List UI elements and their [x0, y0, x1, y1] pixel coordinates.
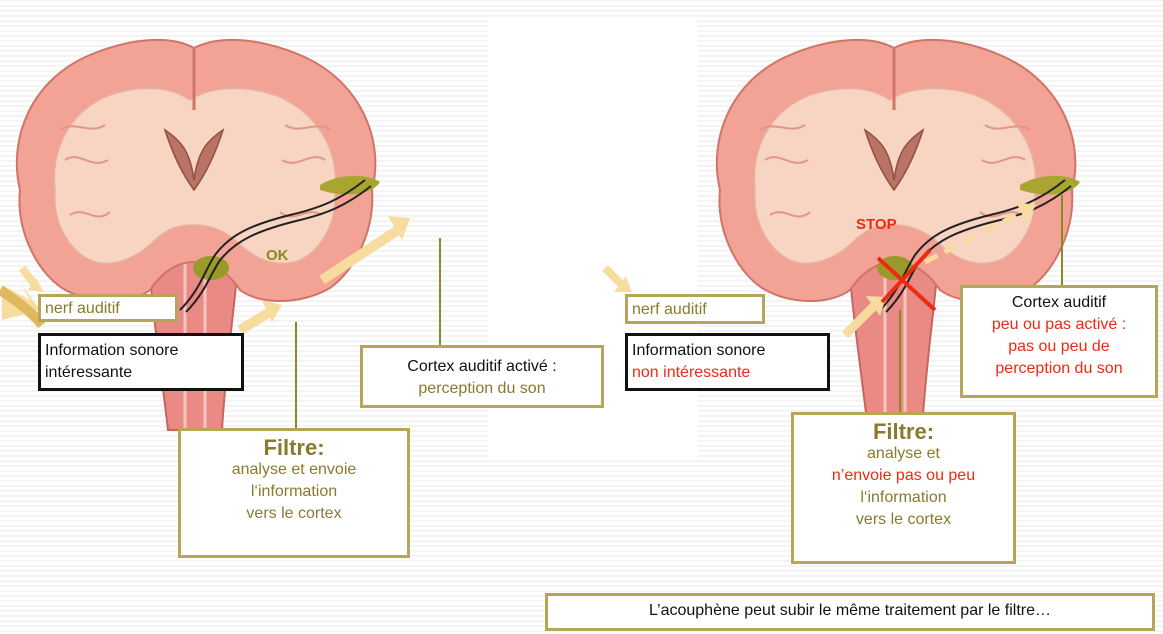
- right-info-box: Information sonore non intéressante: [625, 333, 830, 391]
- left-nerve-label: nerf auditif: [38, 294, 178, 322]
- left-cortex-line2: perception du son: [367, 378, 597, 400]
- left-filter-line3: vers le cortex: [185, 503, 403, 525]
- left-info-box: Information sonore intéressante: [38, 333, 244, 391]
- left-filter-line2: l‘information: [185, 481, 403, 503]
- left-filter-box: Filtre: analyse et envoie l‘information …: [178, 428, 410, 558]
- right-cortex-box: Cortex auditif peu ou pas activé : pas o…: [960, 285, 1158, 398]
- right-info-line1: Information sonore: [632, 340, 823, 362]
- right-filter-title: Filtre:: [798, 421, 1009, 443]
- stop-label: STOP: [856, 216, 897, 233]
- right-filter-box: Filtre: analyse et n’envoie pas ou peu l…: [791, 412, 1016, 564]
- right-cortex-line3: pas ou peu de: [967, 336, 1151, 358]
- right-filter-line2: n’envoie pas ou peu: [798, 465, 1009, 487]
- right-filter-line4: vers le cortex: [798, 509, 1009, 531]
- right-filter-line1: analyse et: [798, 443, 1009, 465]
- left-nerve-text: nerf auditif: [45, 300, 120, 317]
- footer-note-box: L’acouphène peut subir le même traitemen…: [545, 593, 1155, 631]
- right-cortex-line2: peu ou pas activé :: [967, 314, 1151, 336]
- left-info-line1: Information sonore: [45, 340, 237, 362]
- left-cortex-box: Cortex auditif activé : perception du so…: [360, 345, 604, 408]
- right-cortex-line4: perception du son: [967, 358, 1151, 380]
- right-info-line2: non intéressante: [632, 362, 823, 384]
- right-cortex-line1: Cortex auditif: [967, 292, 1151, 314]
- ok-label: OK: [266, 247, 289, 264]
- right-nerve-text: nerf auditif: [632, 301, 707, 318]
- left-cortex-line1: Cortex auditif activé :: [367, 356, 597, 378]
- right-nerve-label: nerf auditif: [625, 294, 765, 324]
- left-filter-title: Filtre:: [185, 437, 403, 459]
- right-filter-line3: l‘information: [798, 487, 1009, 509]
- footer-note-text: L’acouphène peut subir le même traitemen…: [649, 602, 1051, 619]
- left-filter-line1: analyse et envoie: [185, 459, 403, 481]
- left-info-line2: intéressante: [45, 362, 237, 384]
